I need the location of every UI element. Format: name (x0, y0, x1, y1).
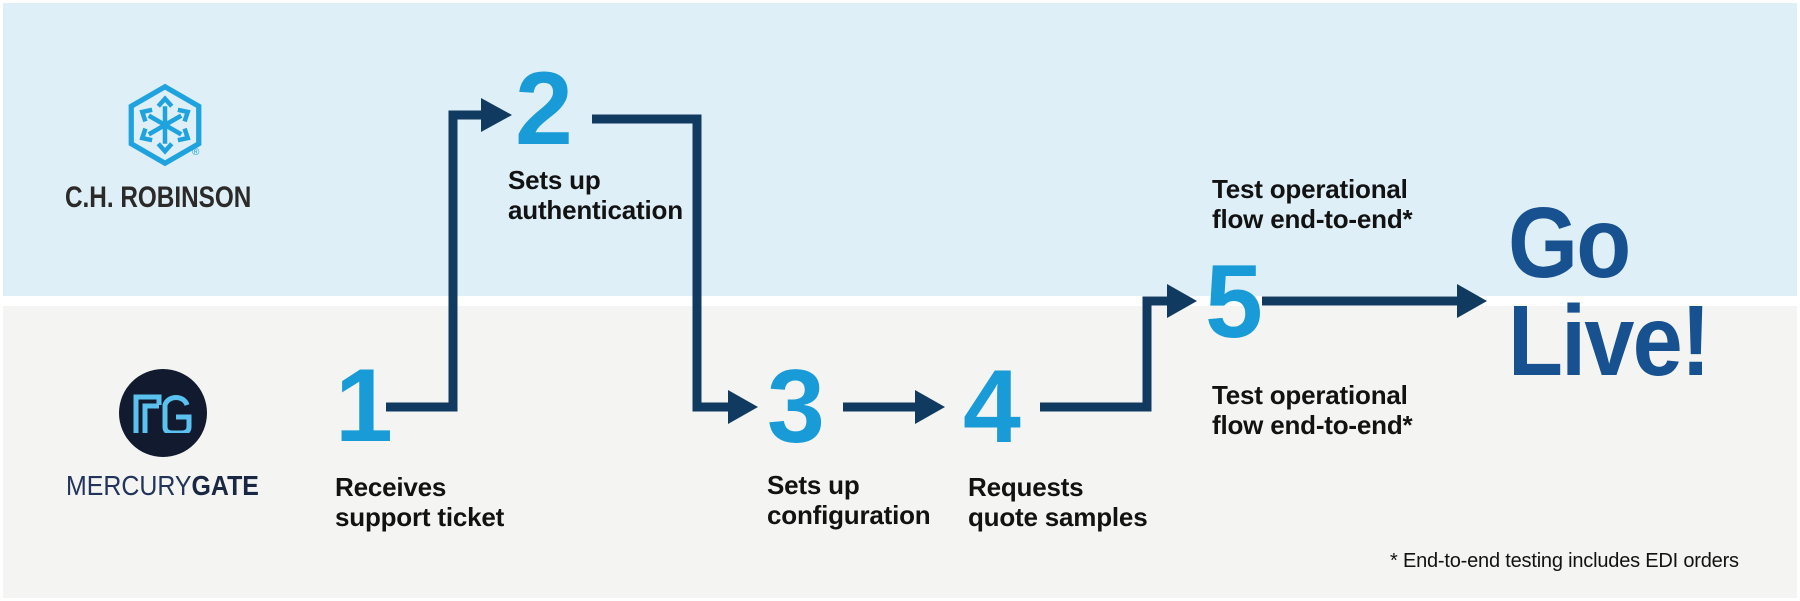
step-1-label: Receives support ticket (335, 472, 505, 532)
connector-2-to-3 (592, 114, 730, 412)
step-3-number: 3 (767, 349, 825, 465)
arrowhead-to-3 (728, 390, 758, 424)
connector-1-to-2 (386, 110, 482, 412)
chr-registered-mark: ® (192, 147, 200, 158)
step-5-number: 5 (1205, 244, 1263, 360)
go-live-text: Go Live! (1508, 187, 1711, 397)
mg-wordmark-mercury: MERCURY (66, 470, 192, 501)
mg-wordmark-gate: GATE (191, 470, 259, 501)
step-5-label-top: Test operational flow end-to-end* (1212, 174, 1413, 234)
step-3-label: Sets up configuration (767, 470, 931, 530)
chr-hexagon-arrows-icon (126, 80, 204, 175)
arrowhead-to-golive (1457, 284, 1487, 318)
mg-circle-monogram-icon (119, 369, 207, 457)
arrowhead-to-2 (481, 98, 512, 132)
step-5-label-bottom: Test operational flow end-to-end* (1212, 380, 1413, 440)
connector-4-to-5 (1040, 296, 1169, 412)
step-4-label: Requests quote samples (968, 472, 1148, 532)
chrobinson-lane-background (0, 0, 1800, 296)
footnote: * End-to-end testing includes EDI orders (1390, 550, 1739, 572)
arrowhead-to-4 (915, 390, 945, 424)
mg-wordmark: MERCURYGATE (66, 470, 259, 502)
step-2-number: 2 (515, 51, 573, 167)
lane-divider (0, 296, 1800, 306)
step-4-number: 4 (963, 349, 1021, 465)
arrowhead-to-5 (1167, 284, 1197, 318)
step-2-label: Sets up authentication (508, 165, 683, 225)
mercurygate-lane-background (0, 306, 1800, 601)
chr-wordmark: C.H. ROBINSON (65, 181, 252, 214)
step-1-number: 1 (335, 348, 393, 464)
